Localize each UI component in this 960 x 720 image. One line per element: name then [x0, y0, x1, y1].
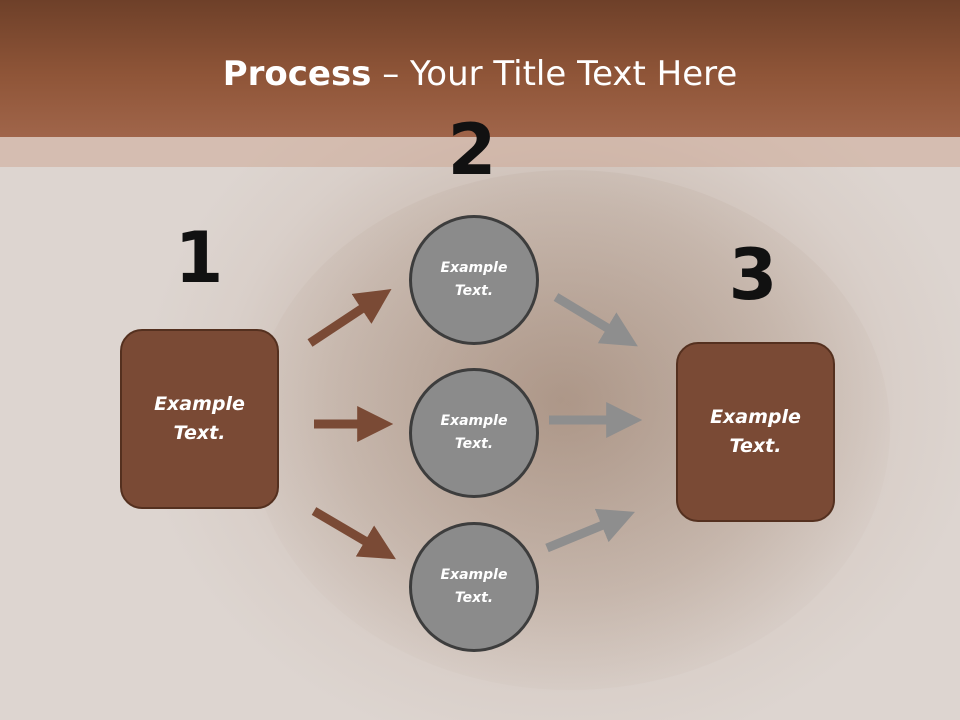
circle-middle-text: Example Text.: [441, 410, 508, 456]
circle-bottom-line2: Text.: [454, 590, 494, 606]
step-2-circle-middle[interactable]: Example Text.: [409, 368, 539, 498]
circle-middle-line2: Text.: [454, 436, 494, 452]
step-1-box[interactable]: Example Text.: [120, 329, 279, 509]
step-1-text-line1: Example: [154, 393, 245, 415]
circle-middle-line1: Example: [440, 413, 508, 429]
arrow-to-circle-top: [307, 289, 392, 347]
circle-bottom-text: Example Text.: [441, 564, 508, 610]
step-2-circle-top[interactable]: Example Text.: [409, 215, 539, 345]
step-1-text: Example Text.: [154, 390, 245, 448]
step-number-3: 3: [728, 234, 778, 316]
title-bold: Process: [222, 54, 372, 94]
title-bar: [0, 0, 960, 137]
slide-title[interactable]: Process – Your Title Text Here: [0, 52, 960, 96]
title-bar-strip: [0, 137, 960, 167]
step-2-circle-bottom[interactable]: Example Text.: [409, 522, 539, 652]
circle-top-line1: Example: [440, 260, 508, 276]
circle-top-text: Example Text.: [441, 257, 508, 303]
step-3-text-line2: Text.: [729, 435, 782, 457]
step-3-box[interactable]: Example Text.: [676, 342, 835, 522]
circle-top-line2: Text.: [454, 283, 494, 299]
circle-bottom-line1: Example: [440, 567, 508, 583]
arrow-to-circle-bottom: [311, 507, 396, 560]
step-1-text-line2: Text.: [173, 422, 226, 444]
step-3-text: Example Text.: [710, 403, 801, 461]
arrow-from-circle-bottom: [545, 508, 635, 553]
title-rest: – Your Title Text Here: [371, 54, 738, 94]
step-number-1: 1: [174, 217, 224, 299]
step-number-2: 2: [447, 109, 497, 191]
arrow-from-circle-top: [553, 293, 638, 347]
step-3-text-line1: Example: [710, 406, 801, 428]
